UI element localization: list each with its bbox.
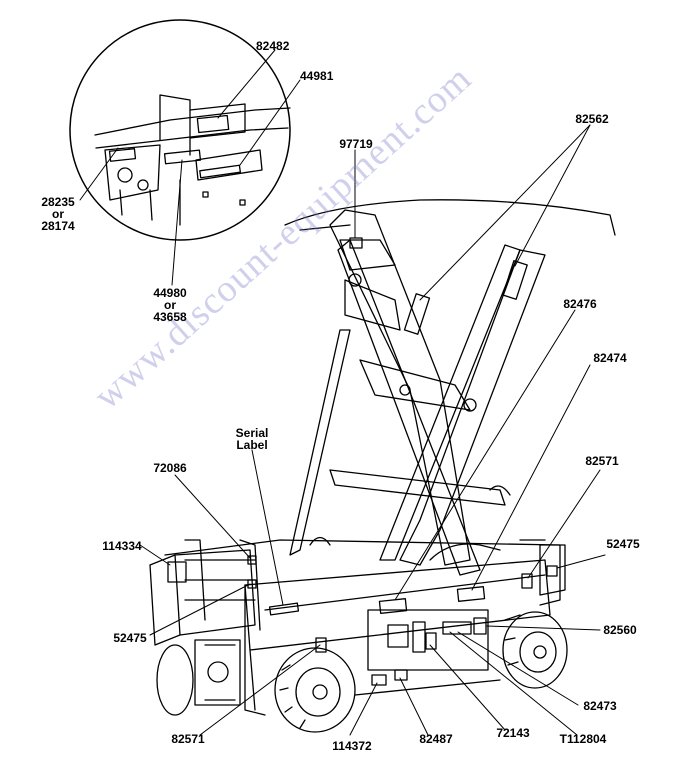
decal-52475-right [547, 566, 557, 576]
callout-28235: 28235 [41, 195, 75, 209]
callout-52475-right: 52475 [606, 537, 640, 551]
decal-52475-left [248, 580, 256, 588]
callout-72086: 72086 [153, 461, 187, 475]
callout-44980: 44980 [153, 286, 187, 300]
callout-82476: 82476 [563, 297, 597, 311]
decal-82562-right [503, 261, 527, 300]
chassis [165, 540, 565, 715]
rear-wheel [157, 645, 193, 715]
decal-114372 [372, 675, 386, 685]
callout-114334: 114334 [102, 539, 142, 553]
bracket-plate [160, 95, 190, 155]
callout-or-b: or [164, 298, 176, 312]
callout-52475-left: 52475 [113, 631, 147, 645]
callout-43658: 43658 [153, 310, 187, 324]
rear-box [195, 640, 240, 705]
platform-lip [300, 225, 350, 230]
callout-28174: 28174 [41, 219, 75, 233]
decal-82482 [197, 115, 228, 132]
callout-82571-bottom: 82571 [171, 732, 205, 746]
bracket-lines [120, 180, 180, 225]
bracket-side [190, 104, 245, 138]
detail-circle [70, 20, 290, 240]
decal-97719 [350, 238, 362, 248]
callout-82473: 82473 [583, 699, 617, 713]
decal-82571-left [316, 638, 326, 652]
decal-82562-left [404, 294, 429, 334]
leader-lines [80, 50, 605, 735]
callout-serial-2: Label [236, 438, 268, 452]
decal-44980 [165, 150, 201, 164]
callout-82571-top: 82571 [585, 454, 619, 468]
bracket-left [105, 145, 160, 200]
callout-or-a: or [52, 207, 64, 221]
wheels [157, 612, 567, 732]
platform-top-edge [285, 200, 615, 235]
decal-28235 [110, 149, 136, 162]
decal-72086 [248, 556, 256, 564]
base-plate [196, 150, 262, 180]
front-right-wheel [503, 612, 567, 688]
decal-82474 [457, 587, 484, 602]
hole-1 [203, 192, 208, 197]
decal-82487 [395, 670, 407, 680]
rail-top [95, 108, 290, 135]
decal-82473 [443, 622, 471, 634]
callout-82482: 82482 [256, 39, 290, 53]
callout-44981: 44981 [300, 69, 334, 83]
callout-82474: 82474 [593, 351, 627, 365]
hole-2 [240, 200, 245, 205]
chassis-side [245, 560, 550, 650]
pin-2 [138, 180, 148, 190]
ladder [150, 540, 326, 705]
rail-lower [96, 128, 288, 148]
scissor-arms [290, 210, 545, 575]
pin [118, 168, 132, 182]
callout-72143: 72143 [496, 726, 530, 740]
callout-82562: 82562 [575, 112, 609, 126]
detail-view [70, 20, 290, 240]
callout-82560: 82560 [603, 623, 637, 637]
callout-serial-1: Serial [235, 426, 269, 440]
decal-114334 [168, 562, 186, 582]
callout-97719: 97719 [339, 137, 373, 151]
front-left-wheel [275, 648, 355, 732]
decal-82560 [474, 618, 486, 634]
panel-switch [388, 625, 408, 647]
decal-44981 [200, 165, 241, 177]
decal-72143 [426, 633, 436, 649]
callout-82487: 82487 [419, 732, 453, 746]
callout-t112804: T112804 [559, 732, 607, 746]
decal-82571-right [522, 574, 532, 588]
control-panel [368, 610, 488, 670]
decal-82476 [379, 599, 406, 614]
callout-114372: 114372 [332, 739, 372, 753]
